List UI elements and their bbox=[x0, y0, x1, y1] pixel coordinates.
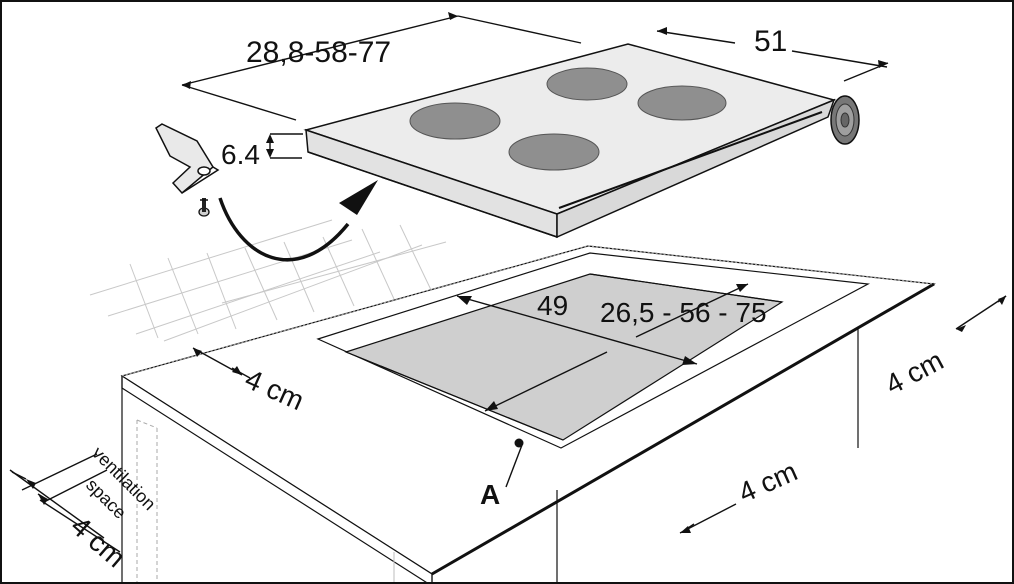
depth-dimension-label: 28,8-58-77 bbox=[246, 36, 391, 69]
burner-front-left bbox=[409, 102, 501, 140]
mounting-bracket-icon bbox=[155, 123, 220, 195]
right-clearance-label: 4 cm bbox=[880, 344, 948, 400]
point-a-label: A bbox=[480, 479, 500, 510]
install-arrow-icon bbox=[218, 180, 378, 262]
point-a-marker bbox=[514, 438, 524, 448]
cutout-area bbox=[316, 252, 870, 449]
screw-icon bbox=[198, 198, 210, 217]
cutout-width-label: 49 bbox=[537, 290, 568, 321]
bottom-clearance-label: 4 cm bbox=[734, 455, 802, 508]
height-dimension-label: 6.4 bbox=[221, 139, 260, 170]
burner-back-right bbox=[637, 85, 727, 121]
gasket-roll-icon bbox=[830, 95, 860, 145]
width-dimension-label: 51 bbox=[754, 25, 787, 58]
hob-unit bbox=[303, 43, 837, 239]
burner-back-left bbox=[546, 67, 628, 101]
rear-clearance-label: 4 cm bbox=[65, 510, 131, 573]
cutout-depth-label: 26,5 - 56 - 75 bbox=[600, 297, 767, 328]
burner-front-right bbox=[508, 133, 600, 171]
background-tile-wall bbox=[89, 219, 447, 342]
arrowheads bbox=[26, 12, 1006, 533]
